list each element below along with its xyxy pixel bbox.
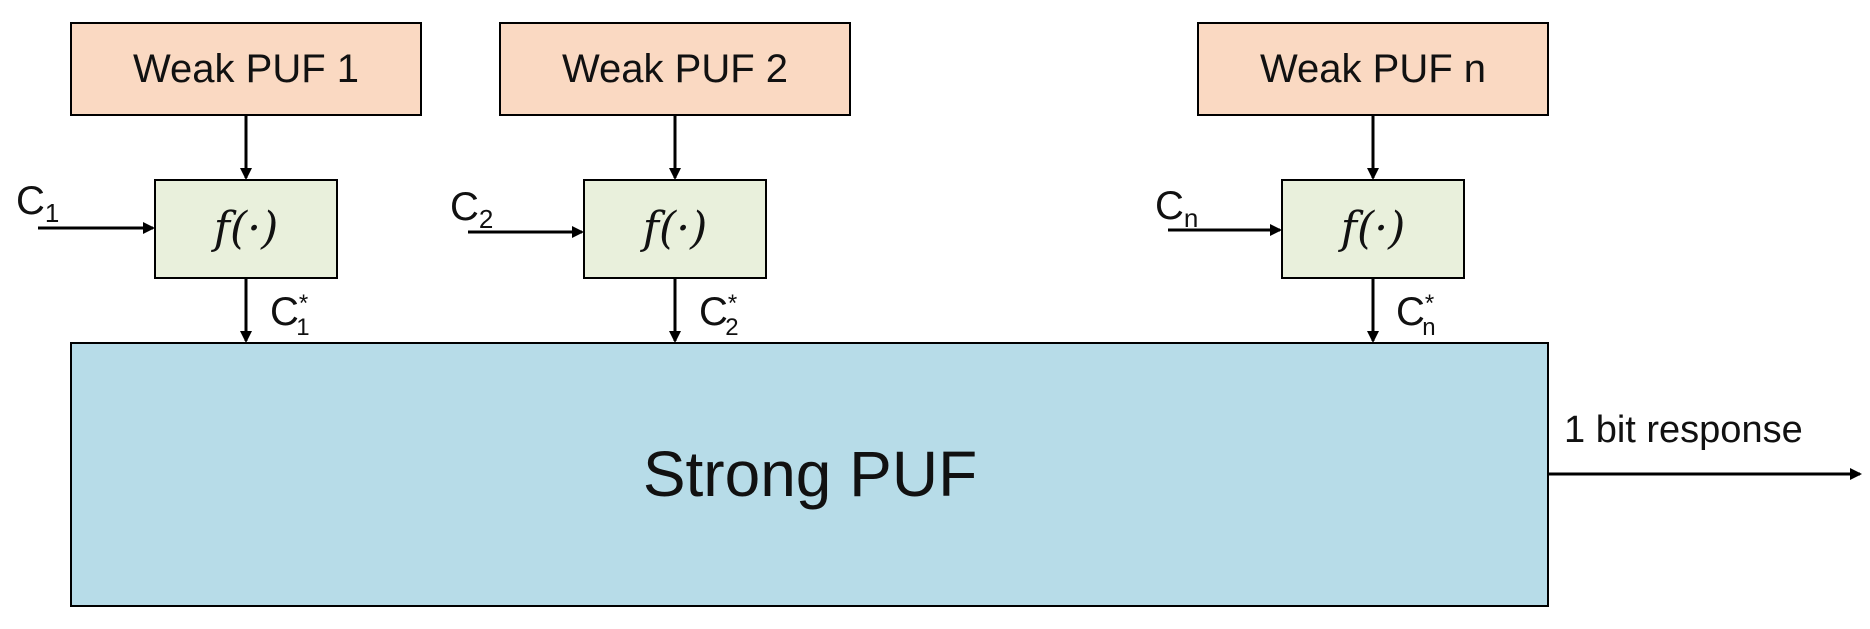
challenge-2-label: C2 <box>450 185 493 234</box>
transformed-challenge-1-label: C*1 <box>270 290 310 341</box>
weak-puf-1-box <box>70 22 422 116</box>
weak-puf-n-box <box>1197 22 1549 116</box>
transformed-challenge-n-label: C*n <box>1396 290 1436 341</box>
transformed-challenge-2-label: C*2 <box>699 290 739 341</box>
challenge-n-label: Cn <box>1155 184 1198 233</box>
weak-puf-2-label: Weak PUF 2 <box>562 47 788 91</box>
strong-puf-box <box>70 342 1549 607</box>
response-label: 1 bit response <box>1564 409 1803 451</box>
weak-puf-1-label: Weak PUF 1 <box>133 47 359 91</box>
function-1-label: f(·) <box>211 203 279 254</box>
strong-puf-label: Strong PUF <box>643 438 977 510</box>
weak-puf-n-label: Weak PUF n <box>1260 47 1486 91</box>
challenge-1-label: C1 <box>16 179 59 228</box>
function-n-label: f(·) <box>1338 203 1406 254</box>
weak-puf-2-box <box>499 22 851 116</box>
function-2-label: f(·) <box>640 203 708 254</box>
